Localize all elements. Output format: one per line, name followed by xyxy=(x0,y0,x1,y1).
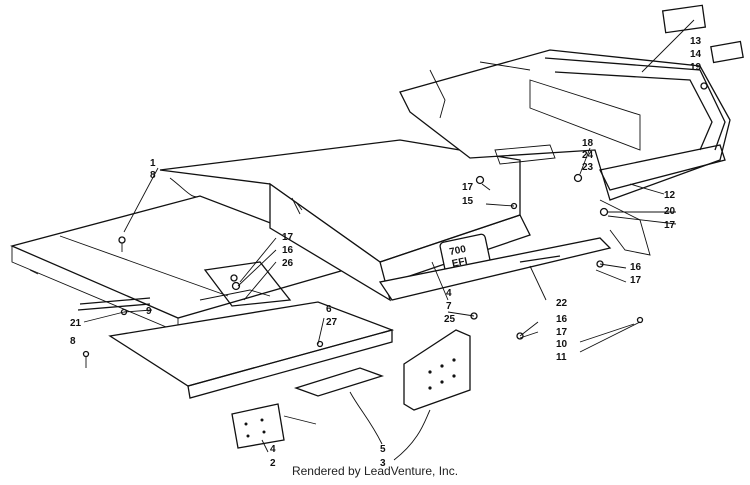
callout-13: 13 xyxy=(690,36,702,47)
step-plate xyxy=(293,367,385,397)
callout-27: 27 xyxy=(326,317,338,328)
callout-12: 12 xyxy=(664,190,676,201)
callout-17b: 17 xyxy=(664,220,676,231)
callout-19: 19 xyxy=(690,62,702,73)
callout-20: 20 xyxy=(664,206,676,217)
callout-4b: 4 xyxy=(270,444,276,455)
reflector-14 xyxy=(710,40,744,64)
callout-16b: 16 xyxy=(630,262,642,273)
callout-15: 15 xyxy=(462,196,474,207)
callout-16c: 16 xyxy=(556,314,568,325)
callout-21: 21 xyxy=(70,318,82,329)
mount-bracket xyxy=(403,329,471,411)
cross-tube-left xyxy=(79,297,151,305)
callout-14: 14 xyxy=(690,49,702,60)
callout-24: 24 xyxy=(582,150,594,161)
callout-16a: 16 xyxy=(282,245,294,256)
callout-8: 8 xyxy=(150,170,156,181)
callout-9: 9 xyxy=(146,306,152,317)
callout-18: 18 xyxy=(582,138,594,149)
leader-lines xyxy=(83,147,677,461)
callout-4a: 4 xyxy=(446,288,452,299)
callout-3: 3 xyxy=(380,458,386,469)
callout-17d: 17 xyxy=(630,275,642,286)
callout-5: 5 xyxy=(380,444,386,455)
callout-6: 6 xyxy=(326,304,332,315)
callout-17c: 17 xyxy=(282,232,294,243)
tunnel-top xyxy=(159,139,531,302)
callout-10: 10 xyxy=(556,339,568,350)
running-board xyxy=(378,237,612,301)
footrest-panel xyxy=(108,261,395,399)
callout-25: 25 xyxy=(444,314,456,325)
callout-11: 11 xyxy=(556,352,567,363)
callout-1: 1 xyxy=(150,158,156,169)
callout-26: 26 xyxy=(282,258,294,269)
callout-23: 23 xyxy=(582,162,594,173)
emblem-line1: 700 xyxy=(448,244,467,258)
callout-17e: 17 xyxy=(556,327,568,338)
callout-7: 7 xyxy=(446,301,452,312)
callout-labels: 1 8 13 14 19 18 24 23 17 15 12 20 17 17 … xyxy=(70,36,702,469)
fasteners xyxy=(82,82,708,368)
render-credit: Rendered by LeadVenture, Inc. xyxy=(291,464,459,478)
callout-8b: 8 xyxy=(70,336,76,347)
cross-tube-left-lower xyxy=(77,303,151,311)
rear-bumper-assembly xyxy=(399,49,731,256)
callout-2: 2 xyxy=(270,458,276,469)
leader-13 xyxy=(641,19,695,73)
callout-17a: 17 xyxy=(462,182,474,193)
mount-plate xyxy=(231,403,285,449)
callout-22: 22 xyxy=(556,298,568,309)
reflector-13 xyxy=(661,4,707,34)
